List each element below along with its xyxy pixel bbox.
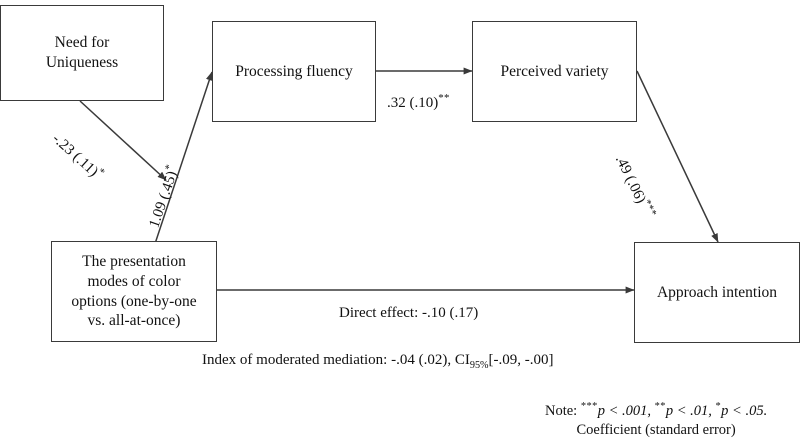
note-prefix: Note:: [545, 402, 581, 419]
edge-label-fluency-variety-stars: **: [438, 92, 450, 104]
index-prefix-text: Index of moderated mediation: -.04 (.02)…: [202, 352, 470, 368]
figure-note: Note: ***p < .001, **p < .01, *p < .05. …: [545, 400, 767, 440]
note-sig-3-text: p < .001,: [597, 402, 655, 419]
note-sig-3-stars: ***: [580, 401, 598, 412]
index-of-moderated-mediation: Index of moderated mediation: -.04 (.02)…: [202, 352, 554, 371]
edge-label-fluency-variety-coefficient: .32 (.10): [387, 95, 439, 111]
node-approach-intention: Approach intention: [634, 242, 800, 343]
node-processing-fluency: Processing fluency: [212, 21, 376, 122]
note-sig-1-text: p < .05.: [721, 402, 768, 419]
index-suffix-text: [-.09, -.00]: [488, 352, 554, 368]
node-perceived-variety-label: Perceived variety: [500, 62, 609, 80]
note-sig-2-stars: **: [654, 401, 666, 412]
edge-nfu-to-moderation: [79, 100, 167, 181]
node-perceived-variety: Perceived variety: [472, 21, 637, 122]
index-subscript: 95%: [469, 360, 489, 371]
node-need-for-uniqueness-label: Need for Uniqueness: [45, 34, 119, 71]
edge-label-fluency-variety: .32 (.10)**: [387, 92, 450, 112]
node-approach-intention-label: Approach intention: [656, 283, 778, 301]
edge-variety-to-approach: [636, 70, 719, 243]
node-processing-fluency-label: Processing fluency: [235, 62, 353, 80]
direct-effect-text: Direct effect: -.10 (.17): [339, 305, 479, 321]
figure-note-line-1: Note: ***p < .001, **p < .01, *p < .05.: [545, 400, 767, 421]
note-sig-2-text: p < .01,: [665, 402, 716, 419]
node-presentation-modes-label: The presentation modes of color options …: [71, 252, 197, 330]
node-presentation-modes: The presentation modes of color options …: [51, 241, 217, 342]
node-need-for-uniqueness: Need for Uniqueness: [0, 5, 164, 101]
figure-note-line-2: Coefficient (standard error): [576, 421, 736, 438]
note-sig-1-stars: *: [715, 401, 722, 412]
direct-effect-annotation: Direct effect: -.10 (.17): [339, 305, 478, 322]
